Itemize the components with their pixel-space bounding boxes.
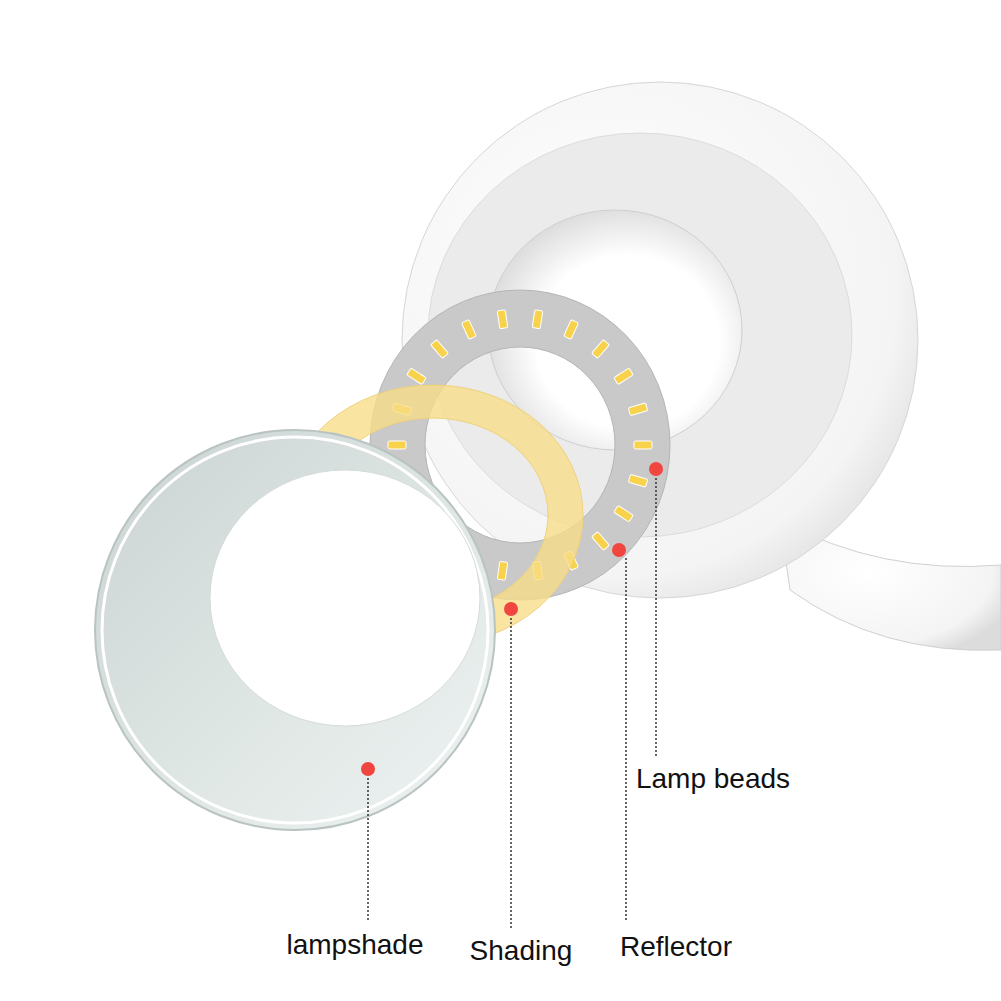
lamp-bead <box>564 320 579 340</box>
lamp-bead <box>532 310 542 329</box>
lamp-bead <box>407 368 426 384</box>
lamp-bead <box>628 474 648 487</box>
lamp-bead <box>462 320 477 340</box>
part-label: Lamp beads <box>636 762 790 796</box>
leader-lines <box>368 478 656 928</box>
part-label: Shading <box>470 934 573 968</box>
lamp-bead <box>592 340 610 359</box>
lamp-bead <box>497 310 507 329</box>
lamp-bead <box>614 505 633 521</box>
part-label: lampshade <box>287 928 424 962</box>
lamp-bead <box>497 561 507 580</box>
lamp-bead <box>614 368 633 384</box>
lampshade-highlight <box>102 437 488 823</box>
red-dots <box>361 462 663 776</box>
lampshade-hole <box>210 470 480 726</box>
lamp-bead <box>634 441 652 449</box>
lamp-bead <box>592 532 610 551</box>
lampshade-rim <box>95 430 495 830</box>
lamp-bead <box>431 340 449 359</box>
lamp-bead <box>628 403 648 416</box>
part-label: Reflector <box>620 930 732 964</box>
lamp-bead <box>388 441 406 449</box>
